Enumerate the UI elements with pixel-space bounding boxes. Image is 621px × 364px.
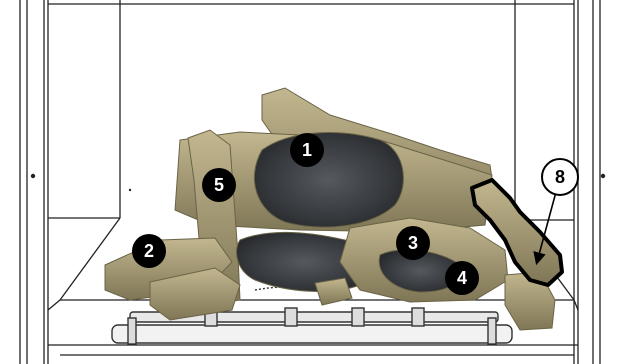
callout-label-3: 3 [408,233,418,253]
callout-label-1: 1 [302,140,312,160]
callout-badge-2: 2 [132,234,166,268]
frame-dot-right [601,174,605,178]
callout-badge-5: 5 [202,168,236,202]
callout-label-2: 2 [144,241,154,261]
callout-badge-1: 1 [290,133,324,167]
callout-label-4: 4 [457,268,467,288]
frame-dot-small [129,189,131,191]
callout-label-8: 8 [555,167,565,187]
callout-label-5: 5 [214,175,224,195]
callout-badge-3: 3 [396,226,430,260]
callout-badge-8: 8 [542,159,578,195]
frame-dot-left [31,174,35,178]
callout-badge-4: 4 [445,261,479,295]
